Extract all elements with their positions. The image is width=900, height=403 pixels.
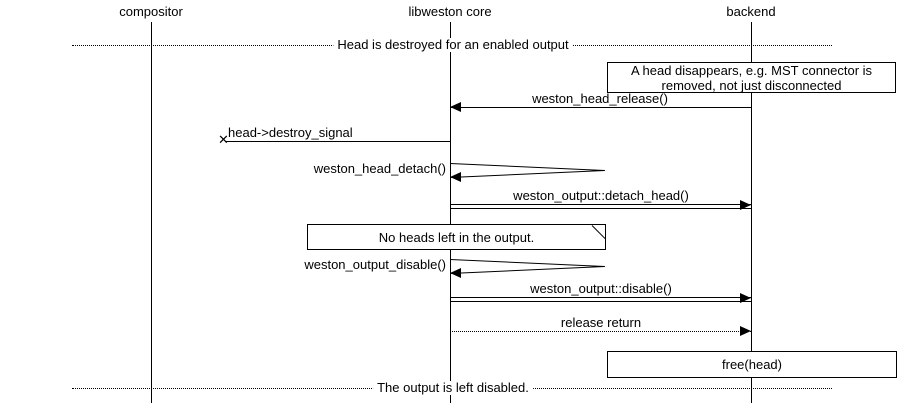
note-text-line-2: removed, not just disconnected bbox=[661, 77, 842, 93]
lifeline-line-libweston-core bbox=[450, 22, 451, 403]
arrowhead-msg-release-return bbox=[740, 326, 751, 336]
lifeline-header-backend: backend bbox=[726, 4, 776, 19]
selfcall-bottom-line bbox=[449, 170, 606, 178]
selfcall-msg-weston-head-detach bbox=[449, 163, 606, 178]
arrowhead-msg-weston-output-disable-backend bbox=[740, 293, 751, 303]
arrowhead-msg-weston-head-detach bbox=[450, 172, 461, 182]
msg-label-msg-head-destroy-signal: head->destroy_signal bbox=[228, 125, 353, 140]
note-text-line-1: A head disappears, e.g. MST connector is bbox=[630, 62, 873, 78]
note-text: No heads left in the output. bbox=[378, 229, 535, 245]
arrowhead-msg-weston-output-disable bbox=[450, 268, 461, 278]
selfcall-msg-weston-output-disable bbox=[449, 259, 606, 274]
msg-line-msg-head-destroy-signal bbox=[226, 141, 450, 142]
separator-label-0: Head is destroyed for an enabled output bbox=[333, 38, 573, 52]
lifeline-header-libweston-core: libweston core bbox=[408, 4, 492, 19]
msg-label-msg-weston-head-release: weston_head_release() bbox=[532, 91, 668, 106]
note-text: A head disappears, e.g. MST connector is… bbox=[631, 63, 872, 93]
msg-line-msg-weston-head-release bbox=[450, 107, 751, 108]
note-fold-corner-note-no-heads bbox=[592, 225, 605, 238]
lifeline-line-backend bbox=[751, 22, 752, 403]
msg-line-msg-weston-output-detach-head bbox=[450, 204, 751, 209]
selfcall-top-line bbox=[449, 163, 606, 171]
msg-label-msg-weston-output-disable-backend: weston_output::disable() bbox=[530, 281, 672, 296]
selfcall-bottom-line bbox=[449, 266, 606, 274]
lifeline-line-compositor bbox=[151, 22, 152, 403]
note-note-free-head: free(head) bbox=[607, 351, 897, 378]
note-note-mst: A head disappears, e.g. MST connector is… bbox=[607, 62, 896, 93]
note-text: free(head) bbox=[722, 357, 782, 372]
arrowhead-msg-weston-output-detach-head bbox=[740, 200, 751, 210]
msg-line-msg-weston-output-disable-backend bbox=[450, 297, 751, 302]
msg-label-msg-weston-output-disable: weston_output_disable() bbox=[304, 257, 446, 272]
lifeline-header-compositor: compositor bbox=[119, 4, 183, 19]
msg-label-msg-weston-head-detach: weston_head_detach() bbox=[313, 161, 446, 176]
msg-label-msg-weston-output-detach-head: weston_output::detach_head() bbox=[513, 188, 689, 203]
arrowhead-msg-weston-head-release bbox=[450, 102, 461, 112]
msg-label-msg-release-return: release return bbox=[560, 315, 642, 330]
selfcall-top-line bbox=[449, 259, 606, 267]
lost-message-marker-msg-head-destroy-signal: ✕ bbox=[218, 132, 229, 147]
msg-line-msg-release-return bbox=[450, 331, 751, 332]
separator-label-1: The output is left disabled. bbox=[373, 381, 533, 395]
note-note-no-heads: No heads left in the output. bbox=[307, 224, 606, 250]
